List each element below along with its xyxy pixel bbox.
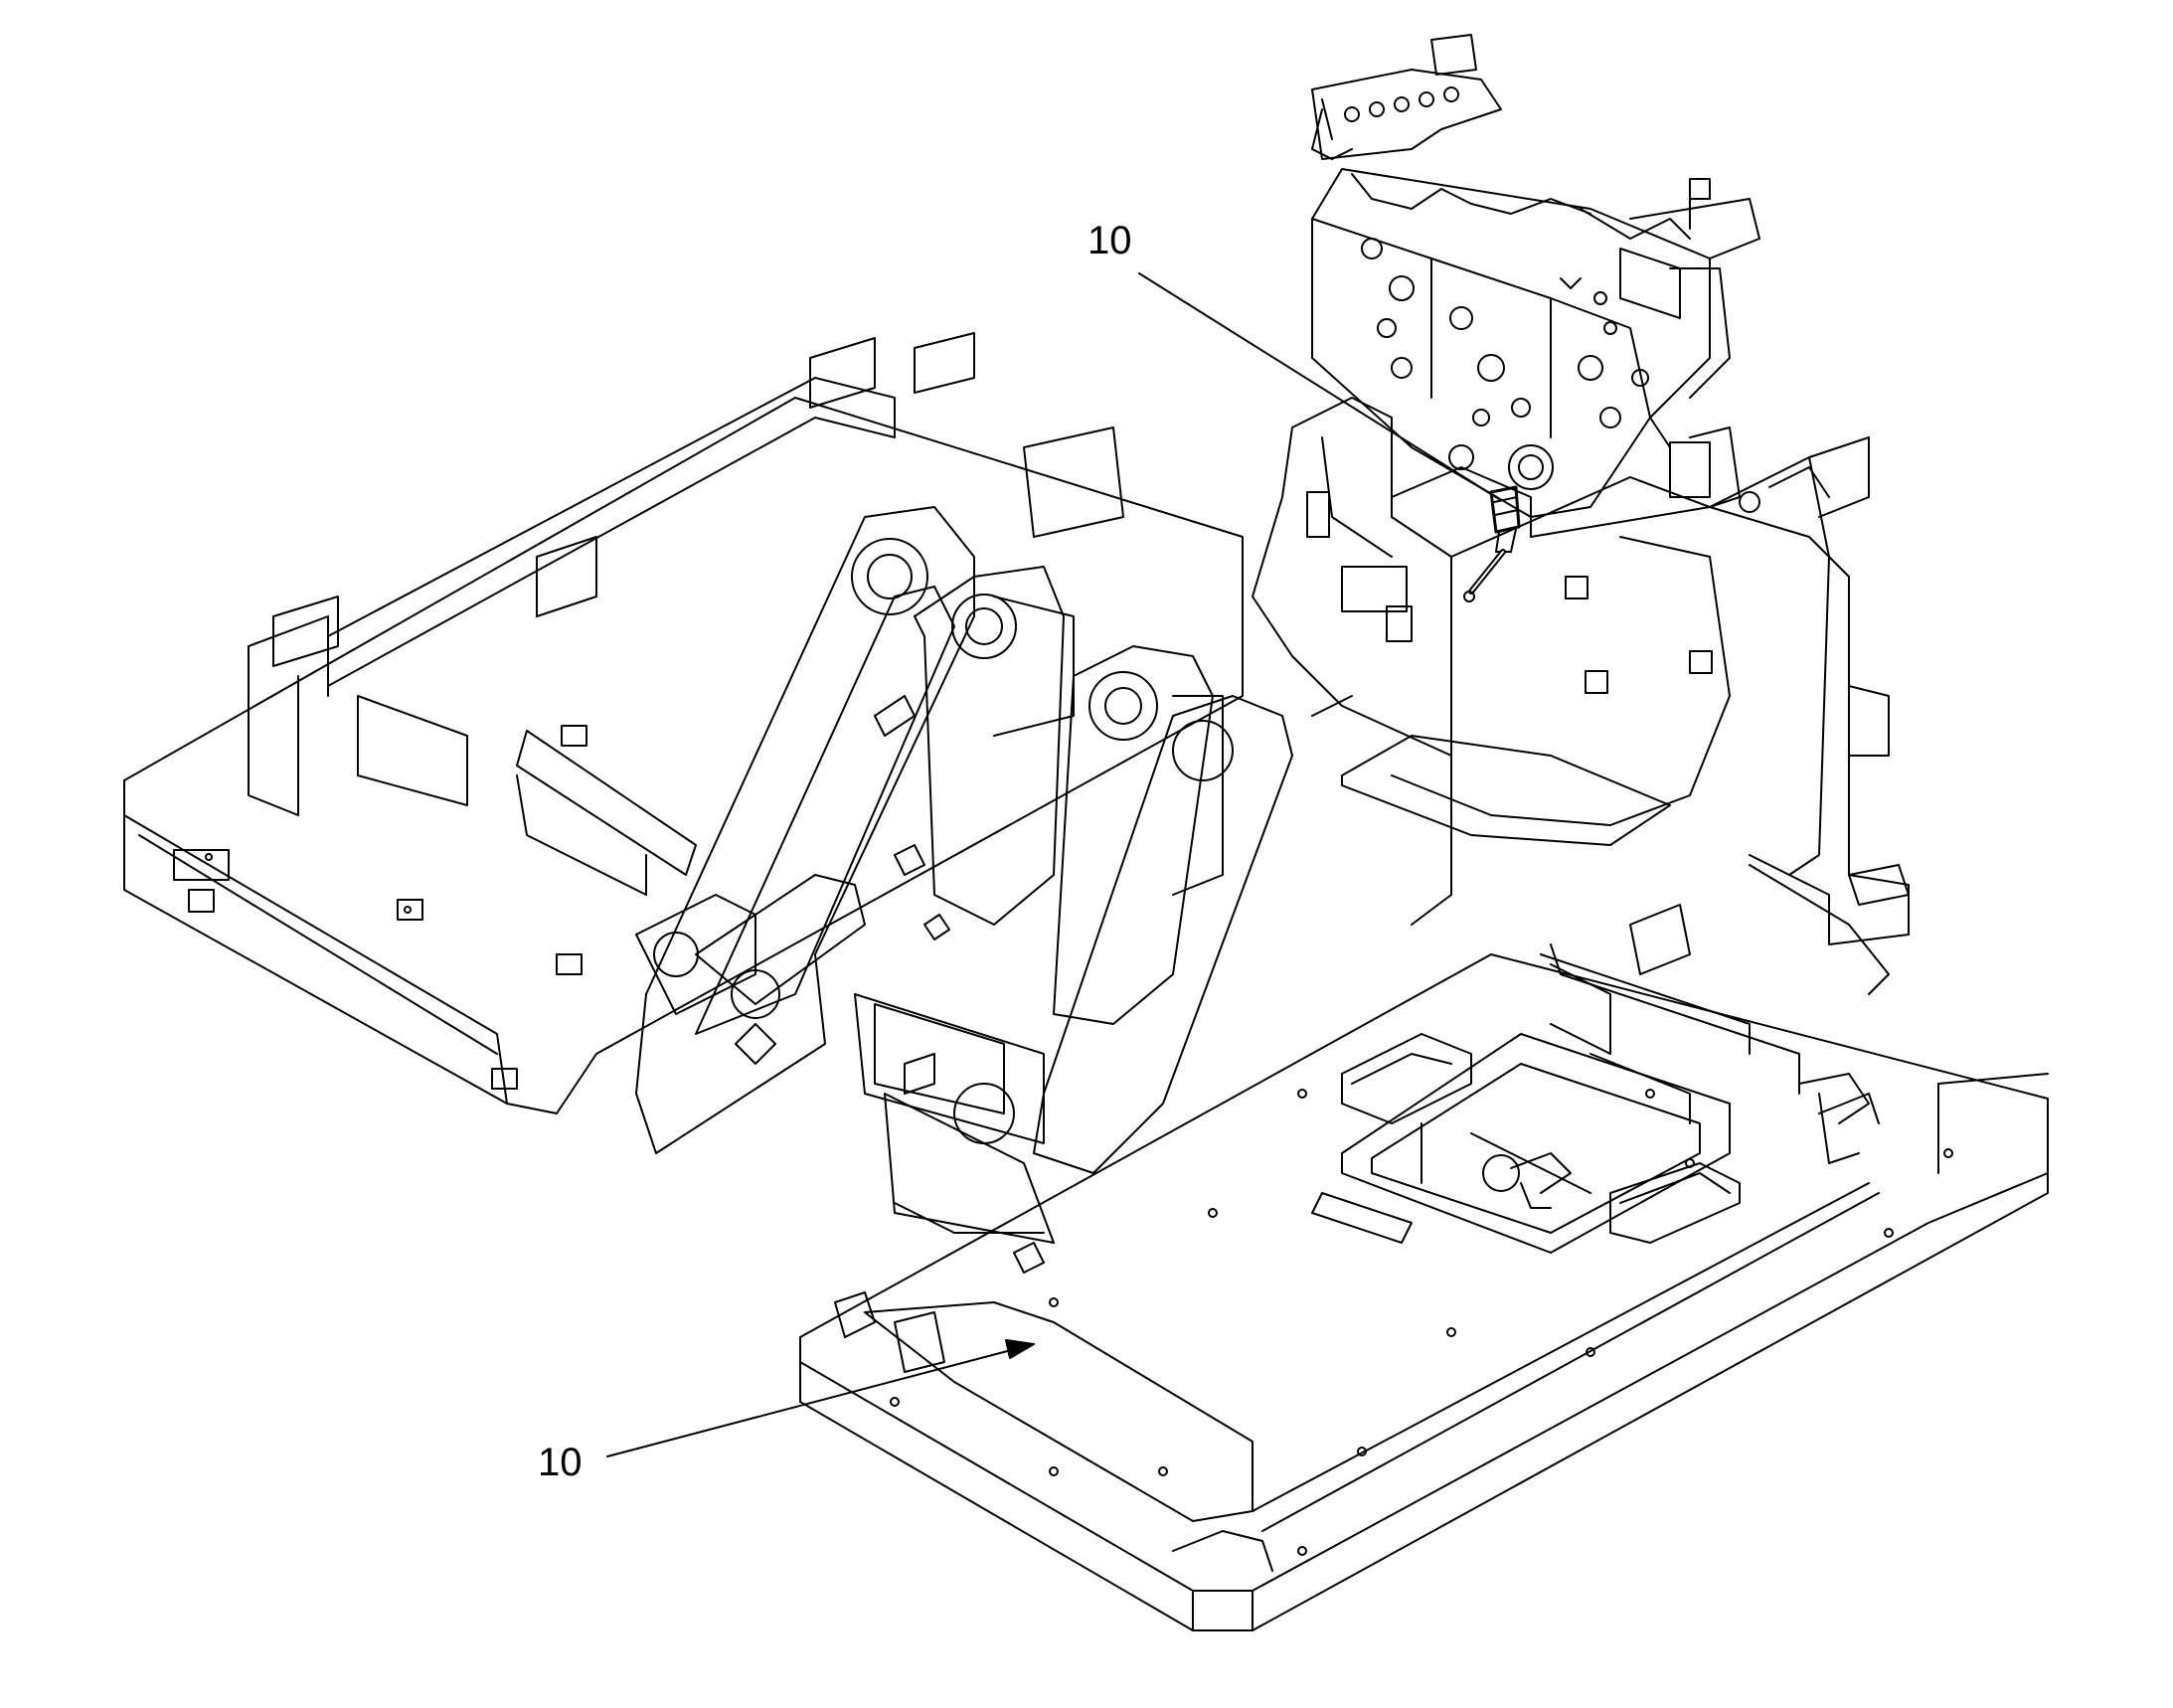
left-frame-plate	[123, 332, 1244, 1114]
control-valve-block	[1311, 34, 1760, 518]
leader-line-top	[1138, 272, 1500, 500]
callout-leaders	[606, 272, 1500, 1457]
pressure-sensor-fitting	[1463, 485, 1521, 602]
right-frame-pedestal	[1252, 397, 1910, 1055]
leader-line-bottom	[606, 1343, 1035, 1457]
leader-arrowhead	[1005, 1339, 1035, 1359]
callout-label-top: 10	[1087, 219, 1132, 262]
boom-mount-lugs	[635, 506, 1293, 1244]
lower-frame-plate	[799, 943, 2049, 1631]
callout-label-bottom: 10	[538, 1441, 583, 1484]
